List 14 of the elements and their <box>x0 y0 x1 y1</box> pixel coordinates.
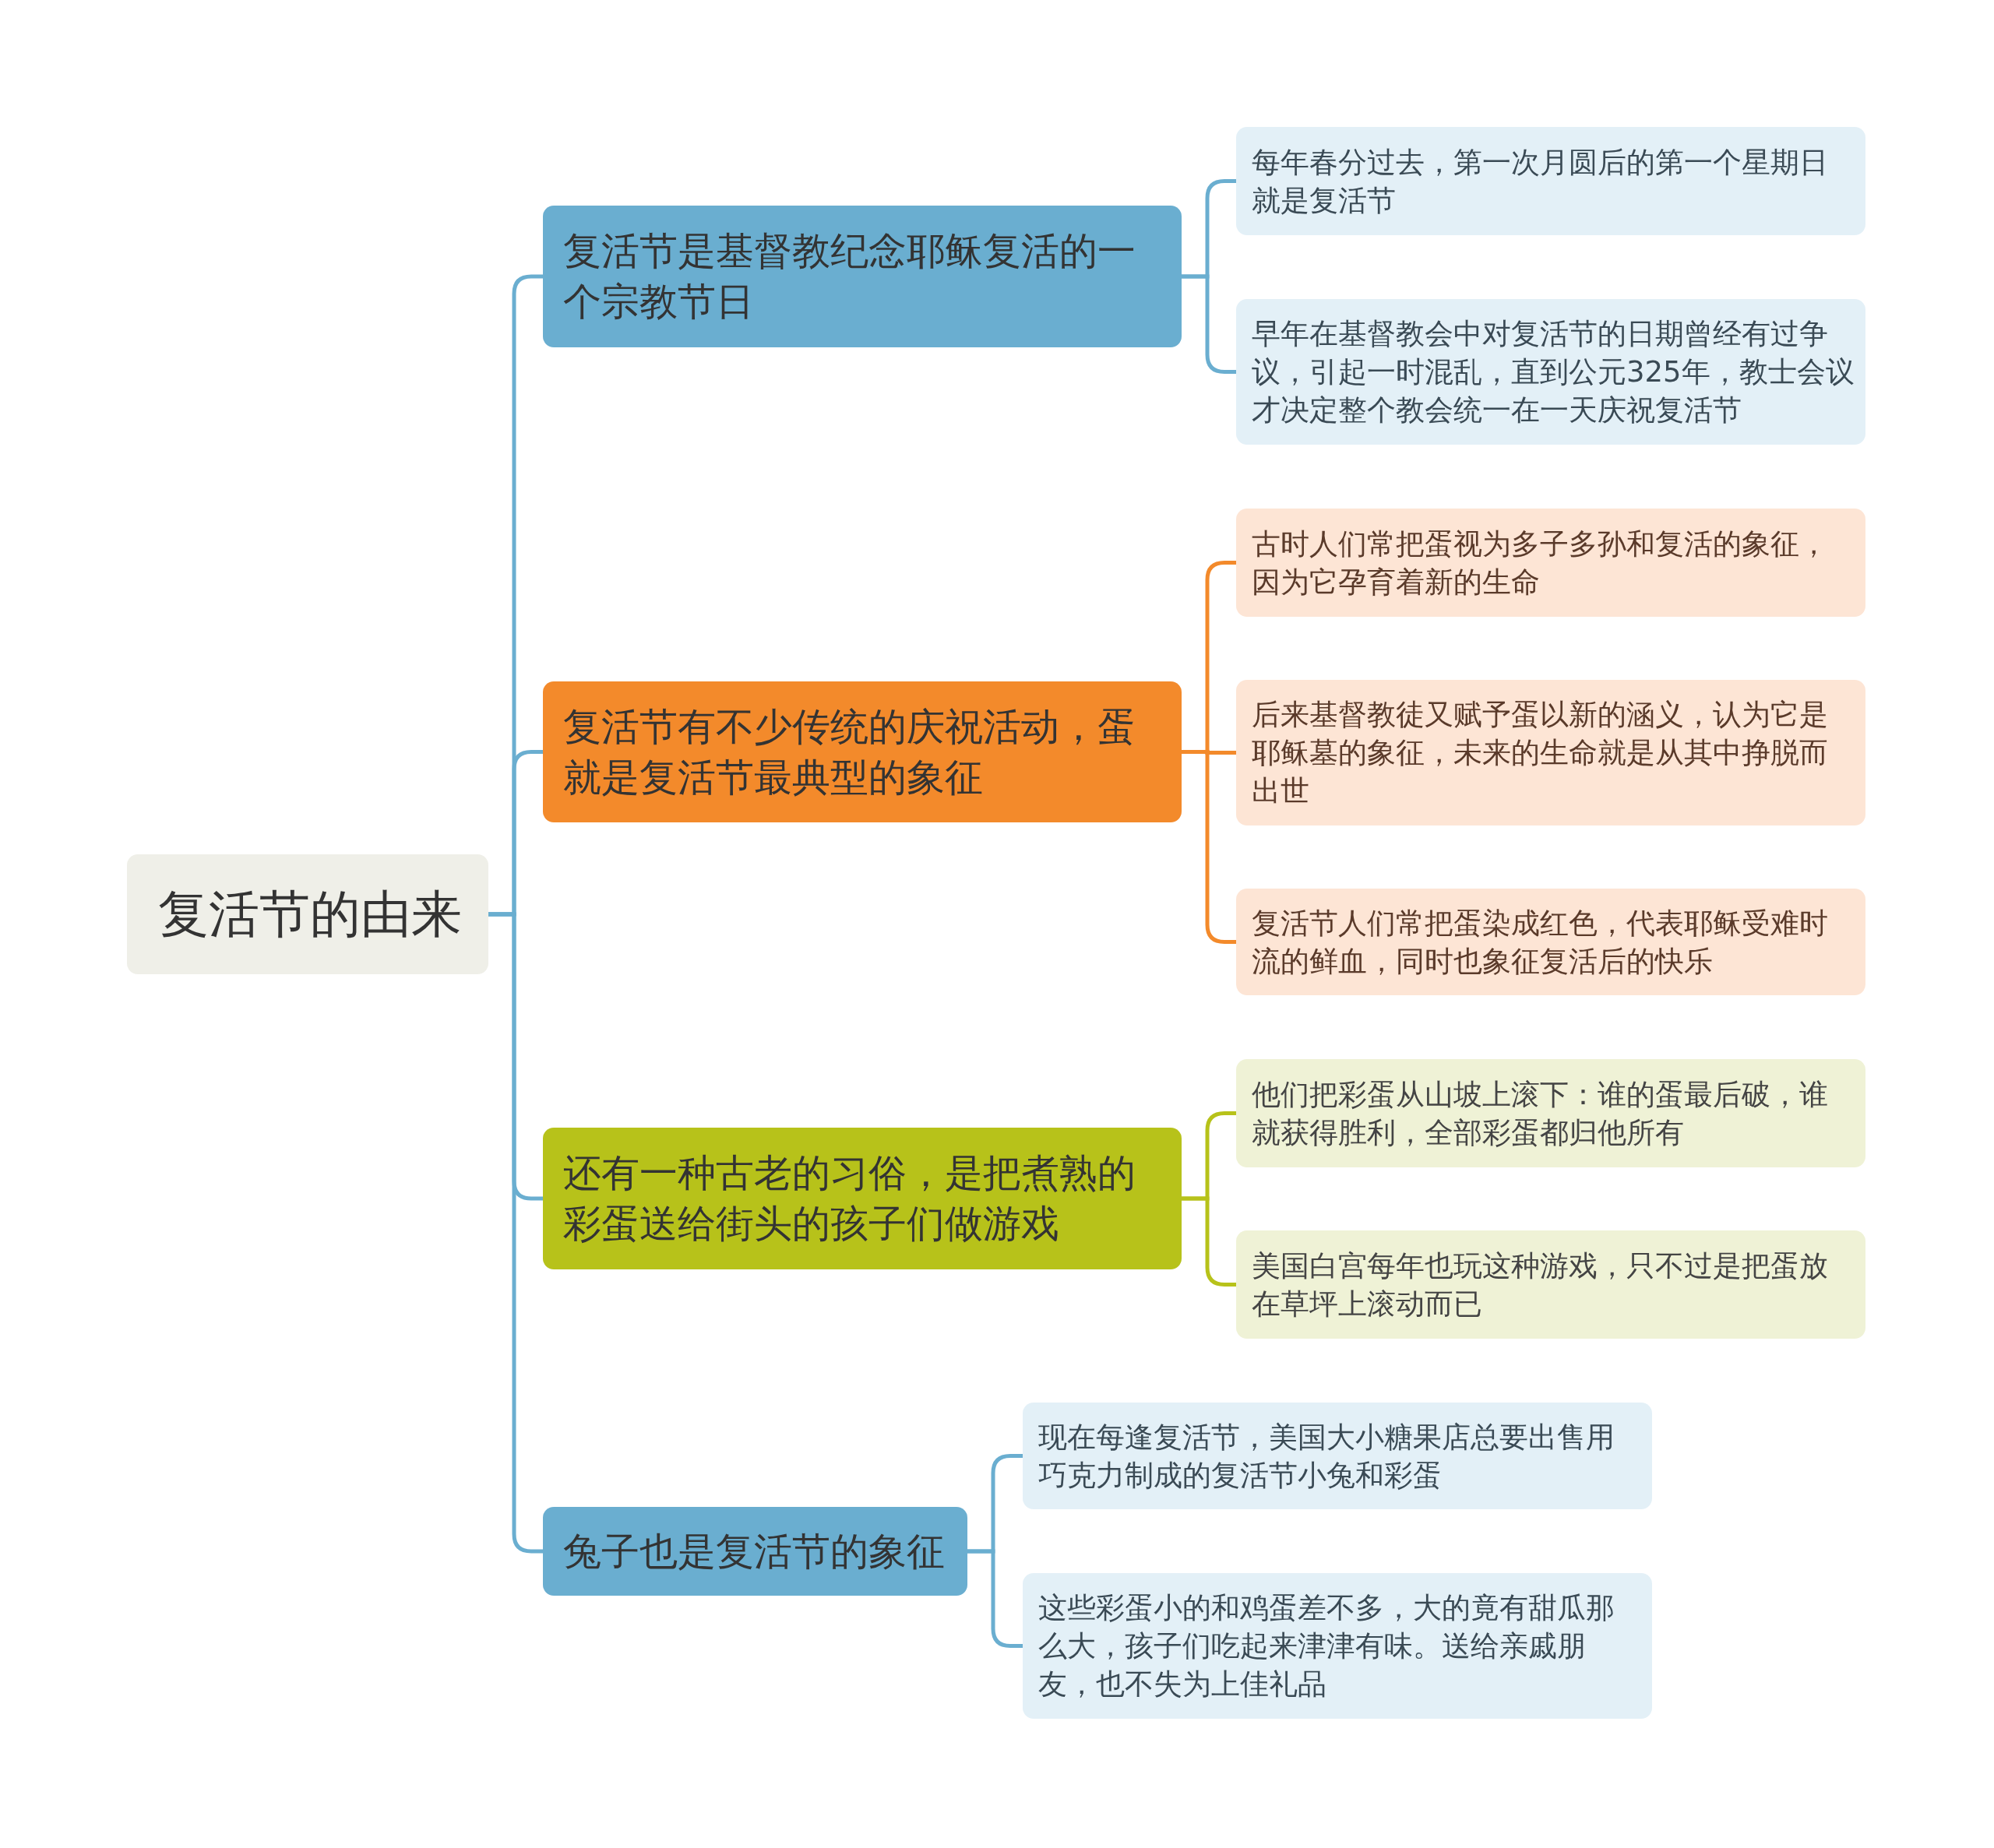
branch-topic-box: 兔子也是复活节的象征 <box>543 1507 967 1596</box>
leaf-topic-box: 早年在基督教会中对复活节的日期曾经有过争议，引起一时混乱，直到公元325年，教士会议才决定整个教会统一在一天庆祝复活节 <box>1236 299 1865 445</box>
leaf-topic-box: 古时人们常把蛋视为多子多孙和复活的象征，因为它孕育着新的生命 <box>1236 509 1865 617</box>
branch-topic-box: 还有一种古老的习俗，是把煮熟的彩蛋送给街头的孩子们做游戏 <box>543 1128 1182 1269</box>
leaf-topic-box: 这些彩蛋小的和鸡蛋差不多，大的竟有甜瓜那么大，孩子们吃起来津津有味。送给亲戚朋友，也不失为上佳礼品 <box>1023 1573 1652 1719</box>
leaf-topic-box: 现在每逢复活节，美国大小糖果店总要出售用巧克力制成的复活节小兔和彩蛋 <box>1023 1403 1652 1509</box>
leaf-topic-box: 他们把彩蛋从山坡上滚下：谁的蛋最后破，谁就获得胜利，全部彩蛋都归他所有 <box>1236 1059 1865 1167</box>
leaf-topic-box: 每年春分过去，第一次月圆后的第一个星期日就是复活节 <box>1236 127 1865 235</box>
leaf-topic-box: 后来基督教徒又赋予蛋以新的涵义，认为它是耶稣墓的象征，未来的生命就是从其中挣脱而出世 <box>1236 680 1865 825</box>
root-topic-box: 复活节的由来 <box>127 854 488 974</box>
leaf-topic-box: 复活节人们常把蛋染成红色，代表耶稣受难时流的鲜血，同时也象征复活后的快乐 <box>1236 889 1865 995</box>
branch-topic-box: 复活节有不少传统的庆祝活动，蛋就是复活节最典型的象征 <box>543 681 1182 822</box>
leaf-topic-box: 美国白宫每年也玩这种游戏，只不过是把蛋放在草坪上滚动而已 <box>1236 1230 1865 1339</box>
branch-topic-box: 复活节是基督教纪念耶稣复活的一个宗教节日 <box>543 206 1182 347</box>
